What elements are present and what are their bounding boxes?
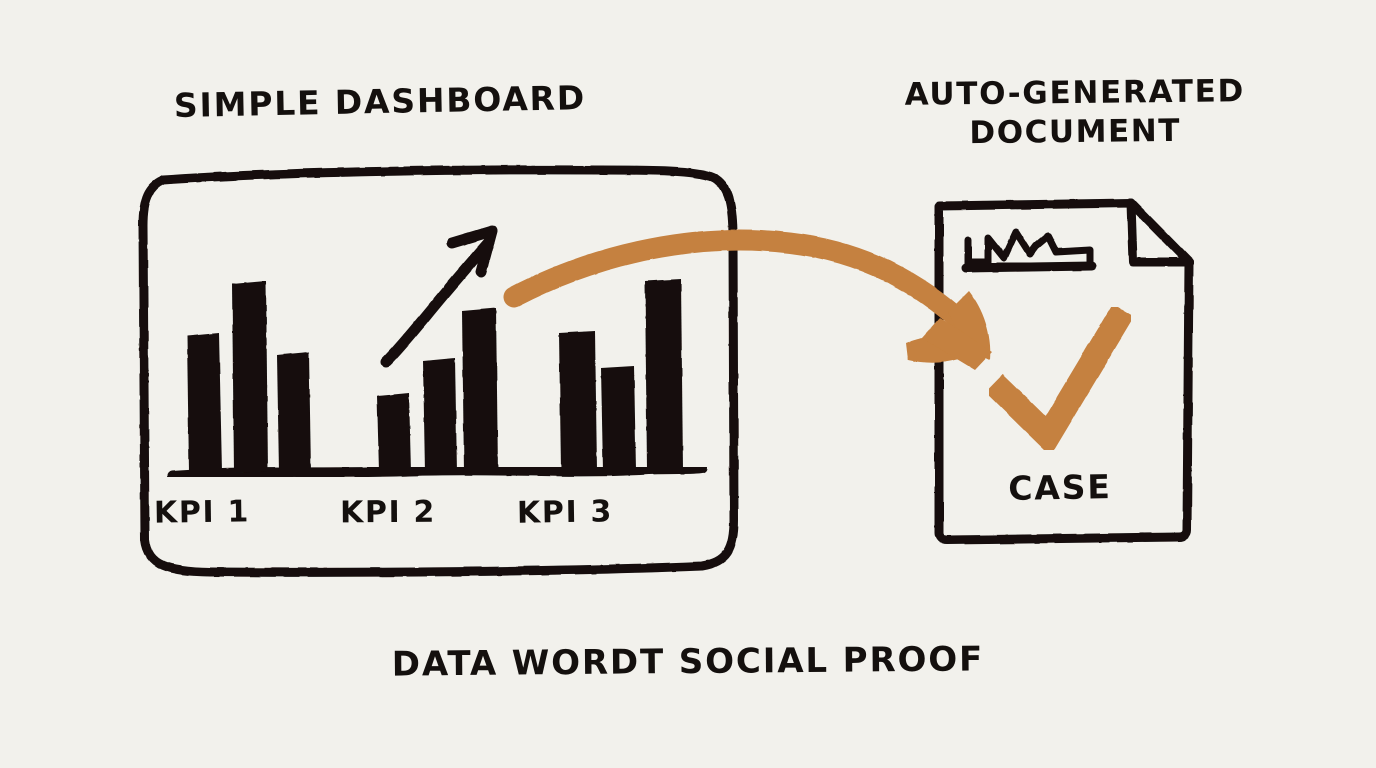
document-page [934,198,1194,545]
flow-arrow-icon [503,229,992,370]
kpi-label-1: KPI 1 [153,494,251,531]
document-title-line-1: AUTO-GENERATED [904,73,1246,113]
checkmark-icon [985,303,1135,457]
bar-kpi1-c [277,352,311,473]
kpi-label-2: KPI 2 [339,494,437,531]
bar-kpi3-a [559,331,597,471]
document-title-line-2: DOCUMENT [969,112,1182,151]
bar-kpi2-c [462,308,498,472]
kpi-label-3: KPI 3 [516,494,614,531]
dashboard-frame [138,165,739,577]
bar-kpi2-b [423,358,457,473]
growth-arrow-icon [380,225,498,368]
chart-bars [187,279,683,473]
bar-kpi3-c [645,279,683,470]
bar-kpi3-b [601,366,636,471]
document-sparkline-icon [961,228,1097,273]
case-label: CASE [1007,467,1112,508]
bar-kpi1-a [187,333,222,472]
bar-kpi1-b [232,281,268,473]
bar-kpi2-a [377,393,411,472]
document-fold-icon [1126,198,1194,267]
